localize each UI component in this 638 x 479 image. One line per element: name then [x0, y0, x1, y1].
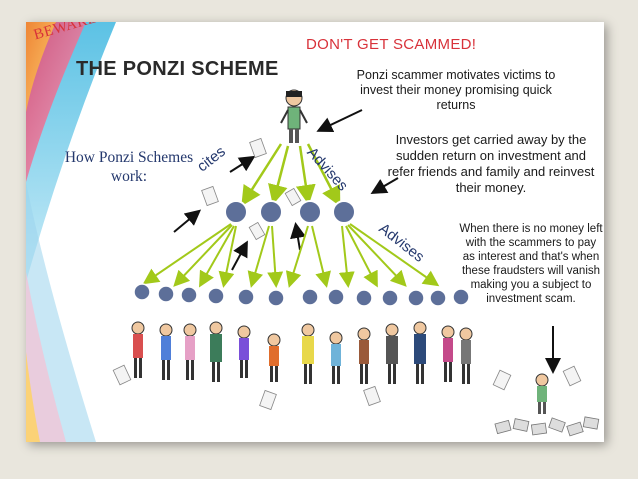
- note-investors-carried-away: Investors get carried away by the sudden…: [387, 132, 595, 195]
- arrows-tier-1: [241, 143, 341, 207]
- money-pile: [494, 416, 600, 437]
- investor-nodes-tier-1: [224, 200, 356, 224]
- warning-heading: DON'T GET SCAMMED!: [306, 36, 477, 53]
- note-scammer-motivates: Ponzi scammer motivates victims to inves…: [356, 68, 556, 112]
- arrows-tier-2: [142, 223, 440, 288]
- investor-nodes-tier-2: [133, 283, 470, 307]
- decorative-swoosh: [26, 22, 116, 442]
- victims-crowd: [131, 321, 473, 384]
- diagram-canvas: [26, 22, 600, 442]
- note-scammers-vanish: When there is no money left with the sca…: [459, 223, 603, 305]
- scammer-figure: [280, 89, 308, 143]
- infographic-frame: BEWARE THE PONZI SCHEME DON'T GET SCAMME…: [26, 22, 604, 442]
- page-title: THE PONZI SCHEME: [76, 58, 279, 80]
- fleeing-scammer-figure: [535, 373, 549, 414]
- scattered-papers: [112, 137, 582, 411]
- how-it-works-label: How Ponzi Schemes work:: [64, 149, 194, 185]
- callout-arrows: [173, 109, 561, 374]
